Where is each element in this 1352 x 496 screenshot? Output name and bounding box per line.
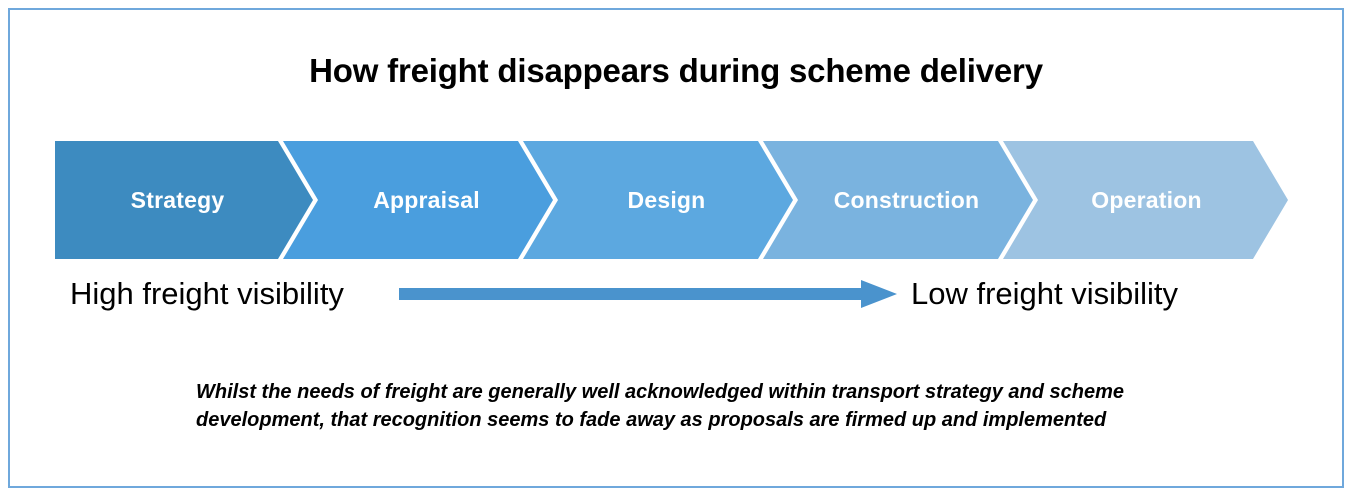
chevron-shape-appraisal[interactable] — [283, 141, 553, 259]
visibility-gradient-row: High freight visibility Low freight visi… — [0, 266, 1352, 322]
chevron-shape-strategy[interactable] — [55, 141, 313, 259]
process-chevron-band: Strategy Appraisal Design Construction O… — [55, 141, 1288, 259]
chevron-shape-design[interactable] — [523, 141, 793, 259]
caption-text: Whilst the needs of freight are generall… — [196, 381, 1124, 432]
page-title: How freight disappears during scheme del… — [309, 52, 1043, 89]
chevron-shapes — [55, 141, 1288, 259]
arrow-shape — [399, 280, 897, 308]
chevron-shape-operation[interactable] — [1003, 141, 1288, 259]
chevron-shape-construction[interactable] — [763, 141, 1033, 259]
visibility-label-high: High freight visibility — [70, 276, 344, 311]
right-arrow-icon — [399, 278, 897, 310]
visibility-label-low: Low freight visibility — [911, 276, 1179, 311]
